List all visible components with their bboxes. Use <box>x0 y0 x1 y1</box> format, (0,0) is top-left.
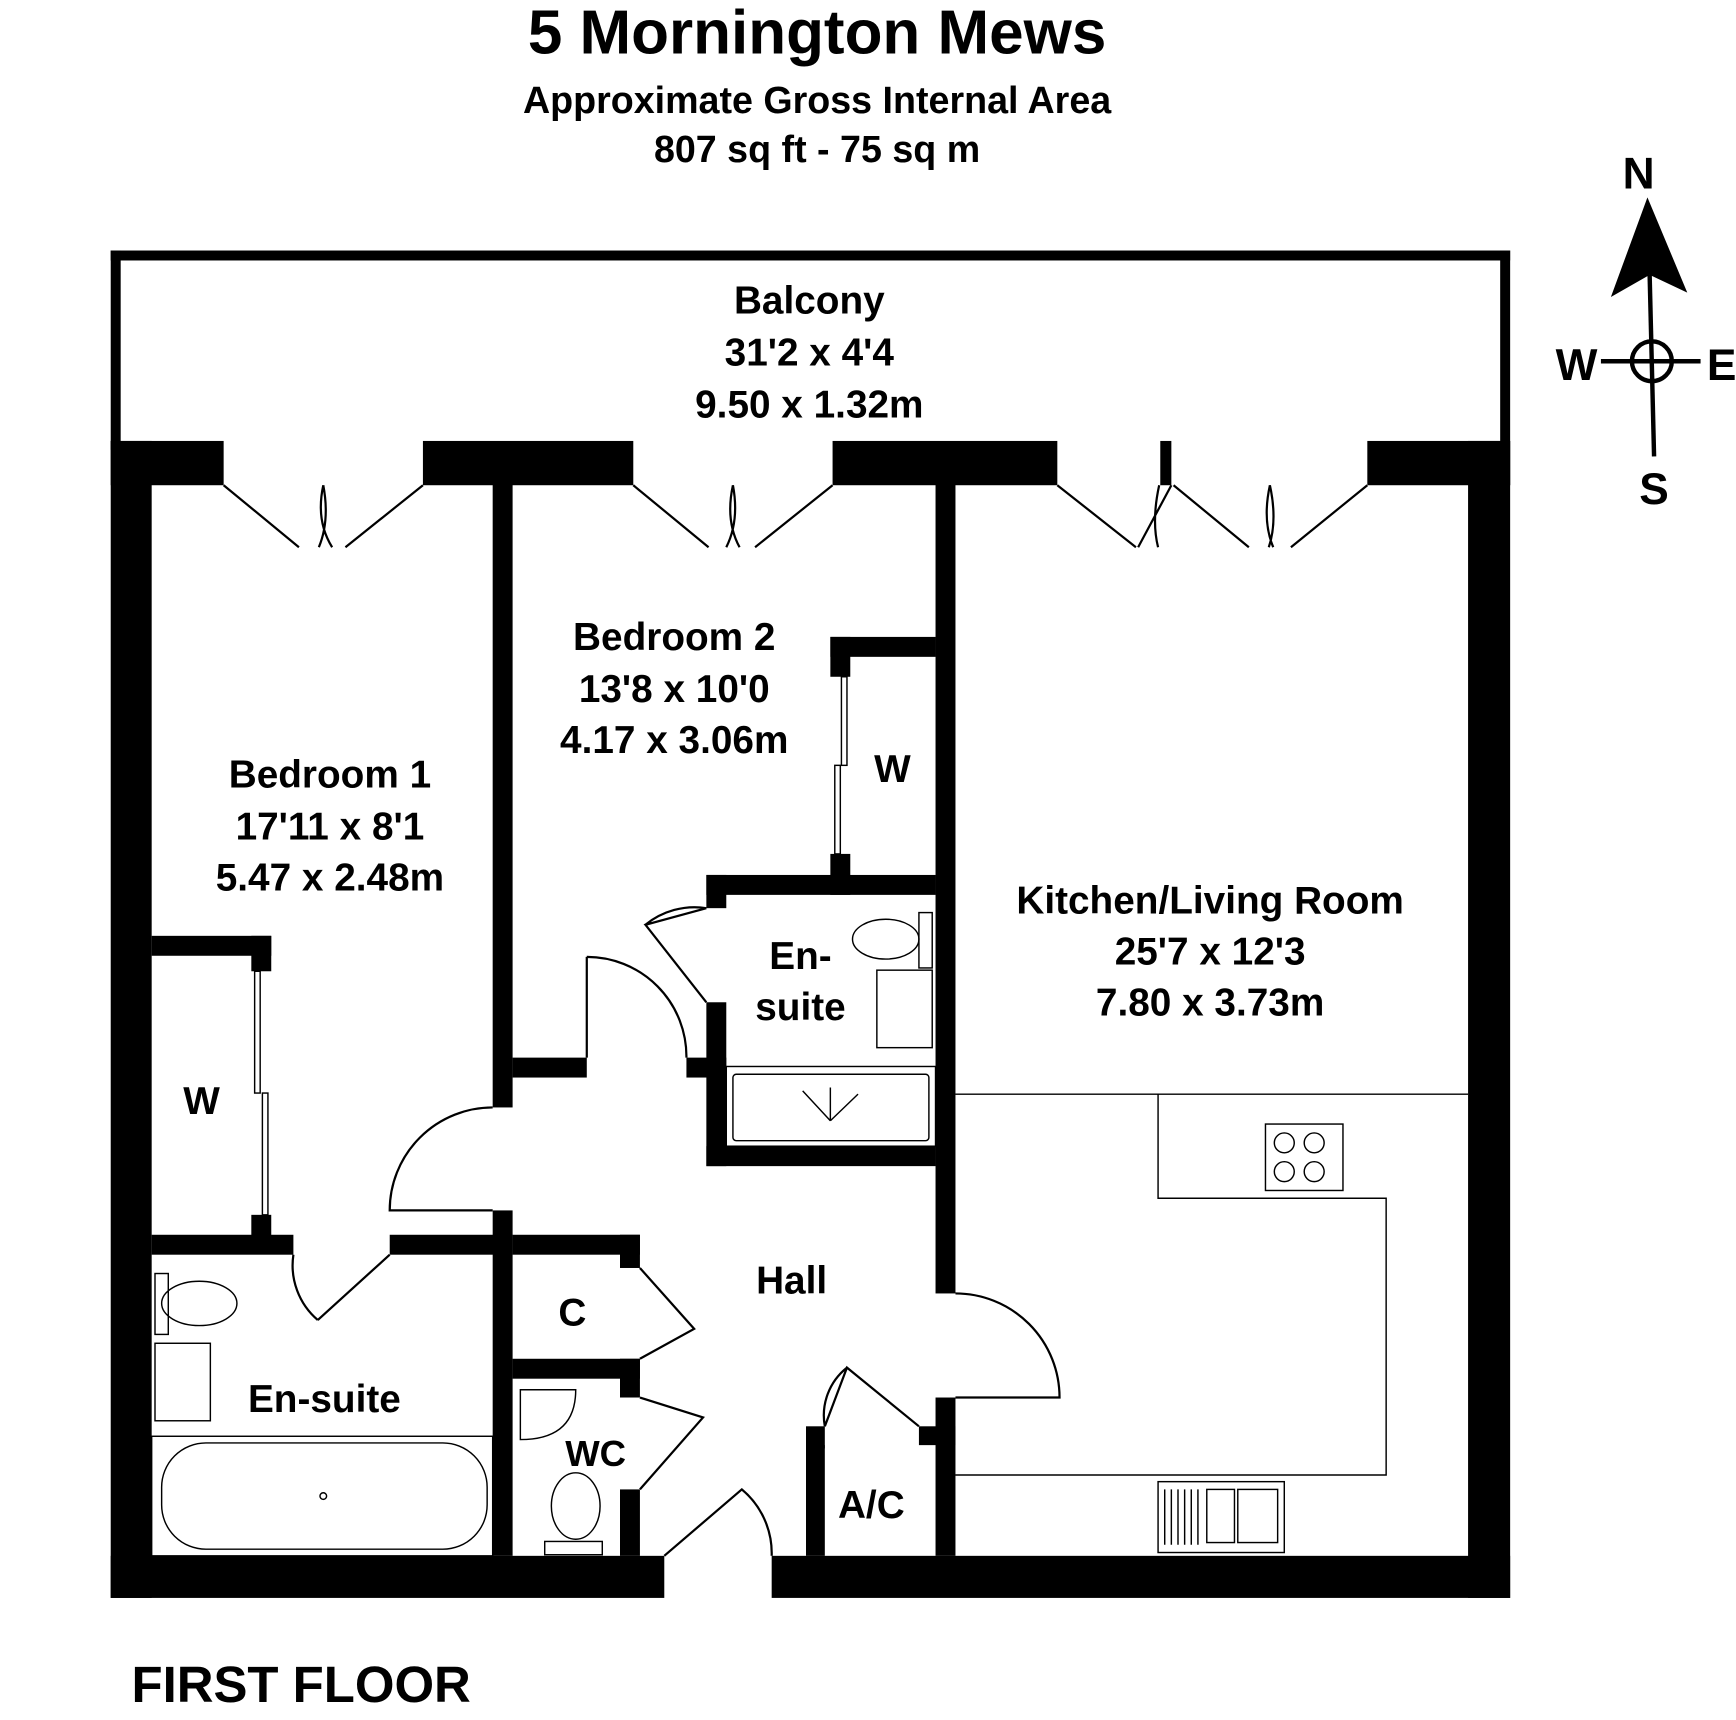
floor-label: FIRST FLOOR <box>131 1656 470 1713</box>
compass-icon: N S W E <box>1556 150 1736 515</box>
plan-subtitle: Approximate Gross Internal Area <box>523 79 1112 121</box>
room-balcony: Balcony 31'2 x 4'4 9.50 x 1.32m <box>695 280 923 427</box>
compass-n: N <box>1623 150 1655 199</box>
room-kitchen-living: Kitchen/Living Room 25'7 x 12'3 7.80 x 3… <box>1016 880 1404 1025</box>
room-bedroom-2: Bedroom 2 13'8 x 10'0 4.17 x 3.06m <box>560 616 788 762</box>
svg-text:Bedroom 1: Bedroom 1 <box>229 753 431 796</box>
room-bedroom-1: Bedroom 1 17'11 x 8'1 5.47 x 2.48m <box>216 753 444 899</box>
compass-e: E <box>1707 341 1736 390</box>
plan-area: 807 sq ft - 75 sq m <box>654 128 980 170</box>
svg-text:Balcony: Balcony <box>734 280 885 323</box>
walls <box>110 440 1511 1598</box>
balcony-outline <box>110 250 1511 486</box>
svg-text:suite: suite <box>755 986 845 1029</box>
svg-text:En-: En- <box>769 935 831 978</box>
room-wardrobe-2: W <box>874 748 911 791</box>
svg-text:Kitchen/Living Room: Kitchen/Living Room <box>1016 880 1404 923</box>
room-ensuite-1: En-suite <box>248 1378 401 1421</box>
compass-w: W <box>1556 341 1598 390</box>
svg-text:31'2 x 4'4: 31'2 x 4'4 <box>725 332 895 375</box>
fixtures <box>150 911 1469 1557</box>
svg-text:4.17 x 3.06m: 4.17 x 3.06m <box>560 719 788 762</box>
room-ac: A/C <box>838 1484 905 1527</box>
doors <box>222 484 1369 1557</box>
room-ensuite-2: En- suite <box>755 935 845 1029</box>
svg-text:17'11 x 8'1: 17'11 x 8'1 <box>236 806 425 849</box>
svg-text:13'8 x 10'0: 13'8 x 10'0 <box>579 668 770 711</box>
room-hall: Hall <box>756 1259 827 1302</box>
room-wardrobe-1: W <box>183 1080 220 1123</box>
svg-text:7.80 x 3.73m: 7.80 x 3.73m <box>1096 982 1324 1025</box>
svg-text:Bedroom 2: Bedroom 2 <box>573 616 775 659</box>
svg-text:5.47 x 2.48m: 5.47 x 2.48m <box>216 856 444 899</box>
room-wc: WC <box>565 1433 626 1474</box>
room-cupboard: C <box>558 1292 586 1335</box>
plan-title: 5 Mornington Mews <box>528 0 1107 67</box>
svg-text:9.50 x 1.32m: 9.50 x 1.32m <box>695 384 923 427</box>
compass-s: S <box>1639 465 1669 514</box>
svg-text:25'7 x 12'3: 25'7 x 12'3 <box>1115 931 1306 974</box>
